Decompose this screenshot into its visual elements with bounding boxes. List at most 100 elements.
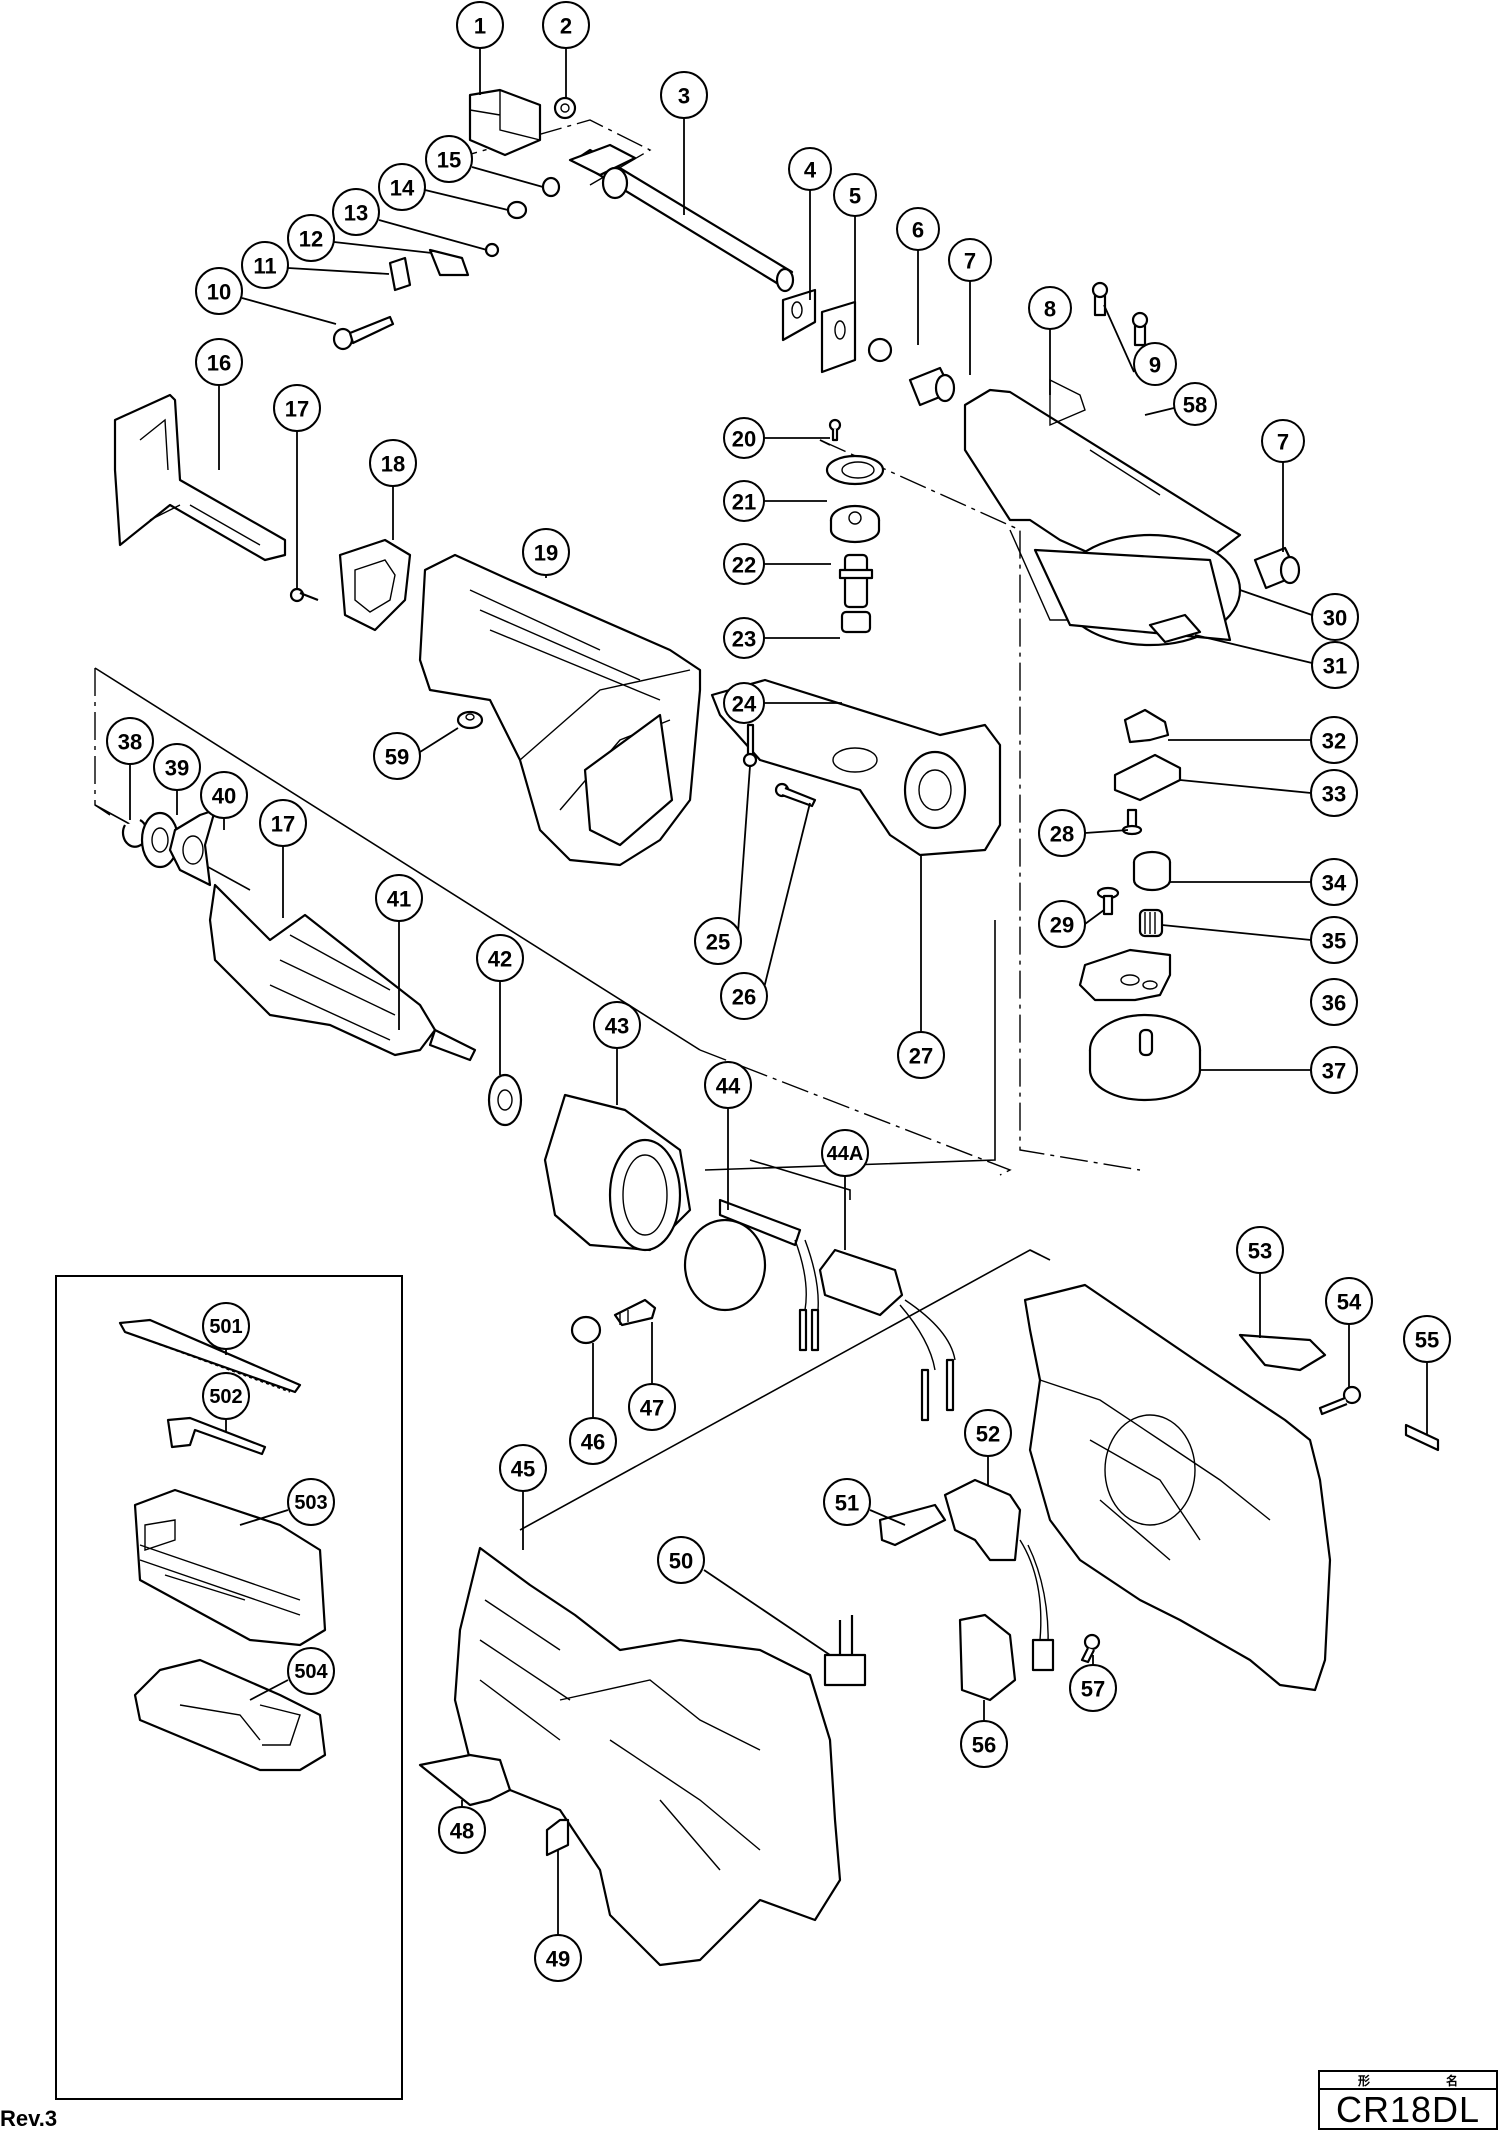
callout-circle bbox=[1310, 769, 1358, 817]
callout-number: 502 bbox=[209, 1386, 242, 1408]
callout-29: 29 bbox=[1038, 900, 1105, 948]
callout-number: 5 bbox=[849, 184, 861, 209]
callout-number: 28 bbox=[1050, 822, 1074, 847]
callout-36: 36 bbox=[1310, 978, 1358, 1026]
callout-31: 31 bbox=[1194, 634, 1359, 689]
accessories-box bbox=[55, 1275, 403, 2100]
callout-37: 37 bbox=[1200, 1046, 1358, 1094]
part-label-55 bbox=[1404, 1423, 1440, 1452]
callout-17: 17 bbox=[273, 384, 321, 589]
callout-number: 50 bbox=[669, 1549, 693, 1574]
part-clip-12 bbox=[428, 248, 470, 277]
callout-circle bbox=[200, 771, 248, 819]
part-base-16 bbox=[113, 393, 287, 562]
callout-55: 55 bbox=[1403, 1315, 1451, 1435]
callout-number: 13 bbox=[344, 201, 368, 226]
part-bracket-33 bbox=[1113, 753, 1182, 802]
callout-6: 6 bbox=[896, 207, 940, 345]
callout-circle bbox=[425, 135, 473, 183]
callout-5: 5 bbox=[833, 173, 877, 305]
part-screw-29 bbox=[1096, 886, 1120, 916]
callout-number: 18 bbox=[381, 452, 405, 477]
callout-number: 1 bbox=[474, 14, 486, 39]
callout-51: 51 bbox=[823, 1478, 906, 1526]
callout-56: 56 bbox=[960, 1700, 1008, 1768]
callout-53: 53 bbox=[1236, 1226, 1284, 1338]
callout-circle bbox=[1310, 978, 1358, 1026]
callout-number: 33 bbox=[1322, 782, 1346, 807]
part-label-31 bbox=[1148, 613, 1202, 644]
callout-circle bbox=[287, 1478, 335, 1526]
callout-circle bbox=[202, 1372, 250, 1420]
leader-line bbox=[1103, 304, 1135, 373]
part-screw-54 bbox=[1318, 1385, 1362, 1416]
assembly-guide-lines bbox=[94, 119, 1141, 1531]
leader-line bbox=[1084, 829, 1129, 834]
callout-circle bbox=[1310, 716, 1358, 764]
part-brush-cap-46 bbox=[570, 1315, 602, 1345]
callout-number: 48 bbox=[450, 1819, 474, 1844]
part-saw-blade-501 bbox=[118, 1318, 302, 1394]
leader-line bbox=[378, 219, 488, 251]
part-hex-wrench-502 bbox=[166, 1416, 267, 1456]
callout-circle bbox=[1311, 641, 1359, 689]
part-gear-cover-27 bbox=[710, 678, 1002, 857]
callout-circle bbox=[821, 1129, 869, 1177]
callout-13: 13 bbox=[332, 188, 488, 251]
callout-circle bbox=[723, 617, 765, 659]
callout-circle bbox=[1028, 286, 1072, 330]
part-controller-56 bbox=[958, 1613, 1017, 1702]
part-ring-6 bbox=[867, 337, 893, 363]
leader-line bbox=[424, 189, 509, 211]
callout-number: 10 bbox=[207, 280, 231, 305]
part-housing-45 bbox=[453, 1546, 842, 1967]
leader-line bbox=[241, 297, 337, 325]
callout-32: 32 bbox=[1168, 716, 1358, 764]
leader-line bbox=[737, 765, 751, 934]
callout-10: 10 bbox=[195, 267, 337, 325]
callout-circle bbox=[833, 173, 877, 217]
callout-42: 42 bbox=[476, 934, 524, 1075]
callout-circle bbox=[1403, 1315, 1451, 1363]
callout-18: 18 bbox=[369, 439, 417, 540]
callout-39: 39 bbox=[153, 743, 201, 815]
callout-circle bbox=[1173, 382, 1217, 426]
callout-26: 26 bbox=[720, 802, 811, 1020]
part-shaft-23 bbox=[838, 553, 874, 609]
leader-line bbox=[239, 1509, 289, 1526]
leader-line bbox=[1084, 909, 1105, 925]
callout-48: 48 bbox=[438, 1800, 486, 1854]
part-plunger-3 bbox=[568, 143, 795, 293]
callout-number: 37 bbox=[1322, 1059, 1346, 1084]
part-spring-15 bbox=[541, 176, 561, 198]
callout-58: 58 bbox=[1144, 382, 1217, 426]
callout-circle bbox=[720, 972, 768, 1020]
callout-circle bbox=[476, 934, 524, 982]
callout-number: 19 bbox=[534, 541, 558, 566]
callout-504: 504 bbox=[249, 1647, 335, 1701]
callout-number: 7 bbox=[1277, 430, 1289, 455]
callout-number: 27 bbox=[909, 1044, 933, 1069]
callout-number: 44 bbox=[716, 1074, 741, 1099]
callout-number: 8 bbox=[1044, 297, 1056, 322]
callout-33: 33 bbox=[1179, 769, 1358, 817]
part-rubber-59 bbox=[456, 710, 484, 730]
callout-number: 14 bbox=[390, 176, 415, 201]
callout-number: 58 bbox=[1183, 393, 1207, 418]
part-plate-5 bbox=[820, 300, 857, 374]
title-block-header: 形 名 bbox=[1320, 2072, 1496, 2090]
leader-line bbox=[1161, 924, 1312, 941]
part-charger-504 bbox=[133, 1658, 327, 1772]
callout-circle bbox=[896, 207, 940, 251]
callout-9: 9 bbox=[1103, 304, 1177, 386]
part-bushing-7a bbox=[908, 366, 956, 407]
part-nut-2 bbox=[553, 96, 577, 120]
callout-502: 502 bbox=[202, 1372, 250, 1432]
callout-12: 12 bbox=[287, 214, 433, 262]
callout-number: 56 bbox=[972, 1733, 996, 1758]
callout-circle bbox=[534, 1934, 582, 1982]
leader-line bbox=[869, 1509, 906, 1526]
callout-number: 43 bbox=[605, 1014, 629, 1039]
